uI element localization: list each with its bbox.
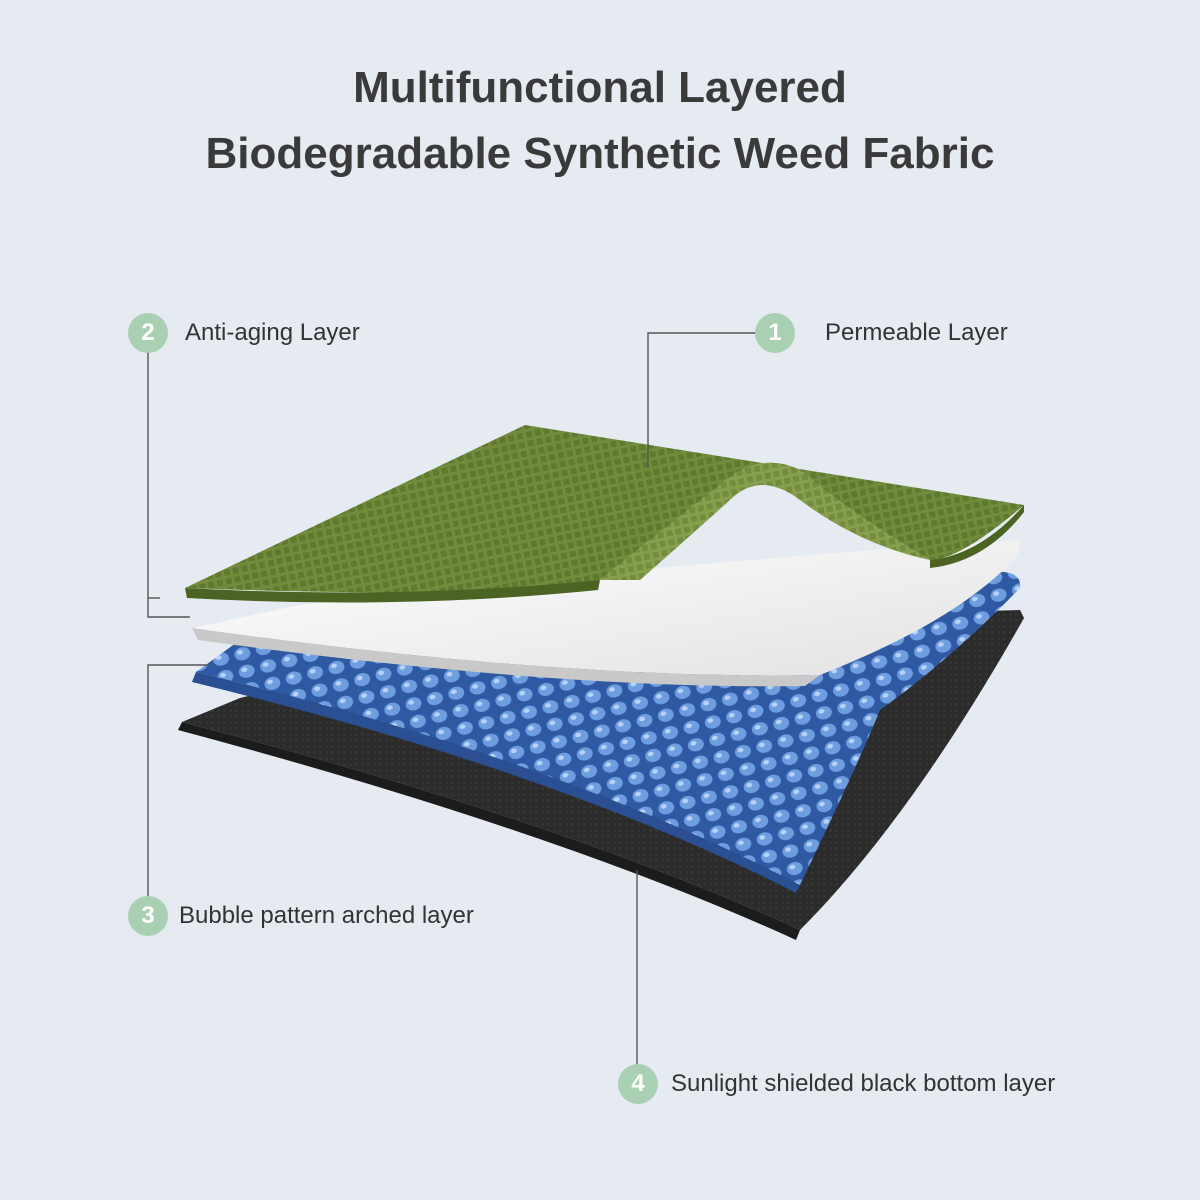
permeable-green-curl-underside <box>600 462 930 580</box>
permeable-green-layer <box>185 425 1024 593</box>
callout-anti-aging-layer: 2 Anti-aging Layer <box>128 313 360 353</box>
leader-line-1 <box>647 332 757 468</box>
callout-bubble-layer: 3 Bubble pattern arched layer <box>128 896 474 936</box>
number-badge-2: 2 <box>128 313 168 353</box>
permeable-green-layer-edge <box>185 580 600 603</box>
anti-aging-white-layer-edge <box>192 628 820 687</box>
title-line-2: Biodegradable Synthetic Weed Fabric <box>205 129 995 178</box>
callout-permeable-layer: 1 Permeable Layer <box>755 313 1008 353</box>
number-badge-3: 3 <box>128 896 168 936</box>
page-title: Multifunctional Layered Biodegradable Sy… <box>0 55 1200 187</box>
label-bottom-layer: Sunlight shielded black bottom layer <box>671 1070 1056 1097</box>
title-line-1: Multifunctional Layered <box>353 63 847 112</box>
leader-line-3 <box>147 664 210 898</box>
label-bubble-layer: Bubble pattern arched layer <box>179 902 474 929</box>
label-permeable-layer: Permeable Layer <box>825 319 1008 346</box>
number-badge-1: 1 <box>755 313 795 353</box>
anti-aging-white-layer <box>192 540 1020 676</box>
bottom-black-layer-edge <box>178 722 800 940</box>
number-badge-4: 4 <box>618 1064 658 1104</box>
bubble-layer-edge <box>192 672 800 893</box>
leader-line-2 <box>147 350 190 618</box>
callout-bottom-layer: 4 Sunlight shielded black bottom layer <box>618 1064 1055 1104</box>
label-anti-aging-layer: Anti-aging Layer <box>185 319 360 346</box>
